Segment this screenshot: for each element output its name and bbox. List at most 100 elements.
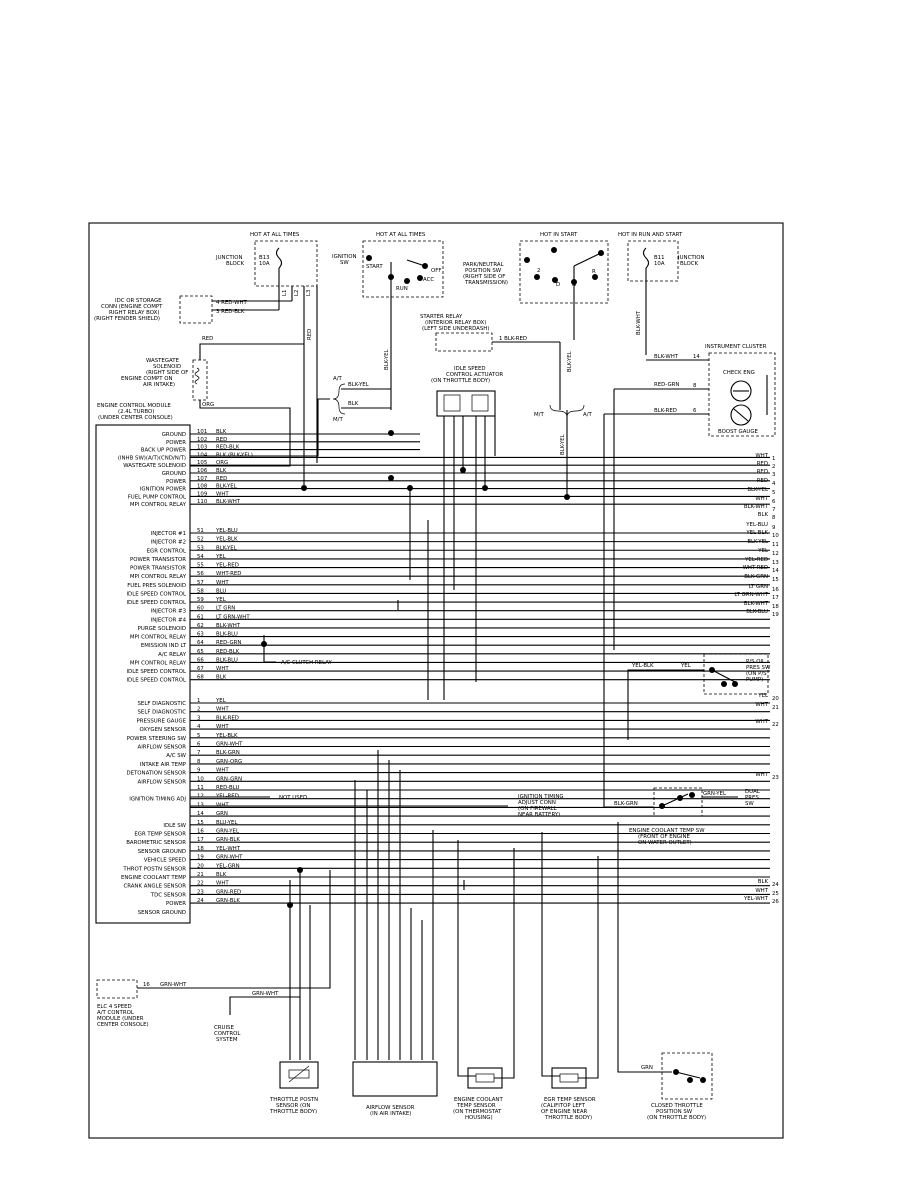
svg-text:2: 2 bbox=[537, 268, 540, 274]
right-term-wire: YEL bbox=[757, 693, 768, 699]
right-term-number: 1 bbox=[772, 456, 775, 462]
ecm-pin-wire: WHT bbox=[216, 580, 229, 586]
fuse-icon bbox=[642, 247, 650, 269]
svg-text:GRN-WHT: GRN-WHT bbox=[252, 991, 279, 997]
ecm-pin-wire: GRN-WHT bbox=[216, 742, 243, 748]
svg-text:YEL: YEL bbox=[680, 663, 691, 669]
svg-text:BLOCK: BLOCK bbox=[226, 261, 245, 267]
ecm-pin-wire: WHT-RED bbox=[216, 571, 241, 577]
ecm-pin-number: 106 bbox=[197, 468, 208, 474]
ecm-pin-wire: ORG bbox=[216, 460, 228, 466]
ecm-pin-wire: WHT bbox=[216, 707, 229, 713]
svg-text:IGNITION: IGNITION bbox=[332, 254, 357, 260]
ecm-pin-label: INJECTOR #2 bbox=[151, 540, 186, 546]
hot-label-3: HOT IN START bbox=[540, 232, 578, 238]
ecm-pin-label: AIRFLOW SENSOR bbox=[138, 779, 187, 785]
ecm-pin-wire: YEL-BLK bbox=[215, 537, 238, 543]
junction-block-2: JUNCTION BLOCK B11 10A BLK-WHT bbox=[627, 240, 705, 355]
right-term-number: 5 bbox=[772, 490, 775, 496]
svg-text:BLK-WHT: BLK-WHT bbox=[654, 354, 679, 360]
right-term-wire: WHT bbox=[755, 772, 768, 778]
svg-text:BLK-WHT: BLK-WHT bbox=[636, 310, 642, 335]
svg-text:1 BLK-RED: 1 BLK-RED bbox=[499, 336, 527, 342]
right-term-number: 11 bbox=[772, 542, 779, 548]
ecm-pin-label: IDLE SPEED CONTROL bbox=[126, 678, 186, 684]
right-term-number: 4 bbox=[772, 481, 776, 487]
ecm-pin-number: 13 bbox=[197, 802, 204, 808]
right-term-wire: BLK-WHT bbox=[744, 601, 769, 607]
svg-text:PRES SW: PRES SW bbox=[746, 665, 771, 671]
ecm-pin-wire: WHT bbox=[216, 802, 229, 808]
ecm-pin-wire: YEL-WHT bbox=[215, 846, 241, 852]
svg-text:WASTEGATE: WASTEGATE bbox=[146, 358, 180, 364]
svg-text:OFF: OFF bbox=[431, 268, 441, 274]
svg-text:CENTER CONSOLE): CENTER CONSOLE) bbox=[97, 1022, 149, 1028]
ecm-pin-number: 24 bbox=[197, 898, 204, 904]
svg-text:IDC OR STORAGE: IDC OR STORAGE bbox=[115, 298, 162, 304]
ecm-pin-wire: BLK-BLU bbox=[216, 632, 238, 638]
ecm-pin-wire: RED-GRN bbox=[216, 640, 241, 646]
ecm-pin-label: SELF DIAGNOSTIC bbox=[138, 701, 187, 707]
ecm-pin-wire: GRN bbox=[216, 811, 228, 817]
svg-text:ACC: ACC bbox=[423, 277, 434, 283]
svg-text:SW: SW bbox=[340, 260, 349, 266]
right-term-wire: BLK bbox=[758, 879, 769, 885]
svg-text:TEMP SENSOR: TEMP SENSOR bbox=[456, 1103, 496, 1109]
svg-text:MODULE (UNDER: MODULE (UNDER bbox=[97, 1016, 144, 1022]
starter-relay: STARTER RELAY (INTERIOR RELAY BOX) (LEFT… bbox=[420, 314, 561, 410]
ecm-pin-label: IDLE SPEED CONTROL bbox=[126, 600, 186, 606]
ecm-pin-wire: YEL-BLK bbox=[215, 733, 238, 739]
ecm-pin-wire: BLU-YEL bbox=[216, 820, 237, 826]
svg-text:GRN: GRN bbox=[641, 1065, 653, 1071]
svg-text:CONTROL ACTUATOR: CONTROL ACTUATOR bbox=[446, 372, 503, 378]
ecm-pin-wire: BLK-GRN bbox=[216, 750, 240, 756]
ecm-pin-label: EGR CONTROL bbox=[147, 548, 186, 554]
right-term-wire: RED bbox=[757, 469, 768, 475]
airflow-sensor: AIRFLOW SENSOR (IN AIR INTAKE) bbox=[352, 1061, 438, 1117]
egr-temp-sensor: EGR TEMP SENSOR (CALIFITOP LEFT OF ENGIN… bbox=[541, 1067, 599, 1121]
not-used: NOT USED bbox=[190, 795, 307, 801]
right-term-wire: LT GRN-WHT bbox=[734, 592, 768, 598]
instrument-cluster: INSTRUMENT CLUSTER CHECK ENG BOOST GAUGE… bbox=[603, 344, 776, 725]
right-term-wire: BLK-YEL bbox=[747, 539, 768, 545]
svg-text:RED: RED bbox=[202, 336, 213, 342]
right-term-number: 23 bbox=[772, 775, 779, 781]
ecm-pin-label: POWER TRANSISTOR bbox=[130, 557, 186, 563]
ecm-pin-number: 4 bbox=[197, 724, 201, 730]
ecm-pin-number: 3 bbox=[197, 715, 200, 721]
ecm-pin-number: 9 bbox=[197, 768, 201, 774]
right-term-number: 18 bbox=[772, 604, 779, 610]
right-term-number: 22 bbox=[772, 722, 779, 728]
svg-text:INSTRUMENT CLUSTER: INSTRUMENT CLUSTER bbox=[705, 344, 767, 350]
svg-text:(FRONT OF ENGINE: (FRONT OF ENGINE bbox=[638, 834, 691, 840]
ecm-pin-wire: BLK-YEL bbox=[216, 545, 237, 551]
ecm-pin-number: 110 bbox=[197, 499, 208, 505]
svg-text:P/S OIL: P/S OIL bbox=[746, 659, 765, 665]
ecm-pin-wire: YEL-BLU bbox=[215, 528, 238, 534]
right-term-wire: WHT bbox=[755, 719, 768, 725]
right-term-wire: YEL-BLU bbox=[745, 522, 768, 528]
ecm-pin-number: 102 bbox=[197, 437, 207, 443]
right-term-wire: BLK-BLU bbox=[746, 609, 768, 615]
ecm-pin-number: 55 bbox=[197, 563, 204, 569]
wastegate-solenoid: WASTEGATE SOLENOID (RIGHT SIDE OF ENGINE… bbox=[121, 336, 304, 467]
ecm-pin-number: 19 bbox=[197, 855, 204, 861]
ecm-pin-label: IDLE SPEED CONTROL bbox=[126, 591, 186, 597]
ecm-pin-label: TDC SENSOR bbox=[150, 892, 186, 898]
ign-timing-conn: IGNITION TIMING ADJUST CONN (ON FIREWALL… bbox=[190, 794, 564, 818]
svg-text:ENGINE COOLANT TEMP SW: ENGINE COOLANT TEMP SW bbox=[629, 828, 705, 834]
right-term-number: 25 bbox=[772, 891, 779, 897]
right-term-number: 20 bbox=[772, 696, 779, 702]
svg-text:8: 8 bbox=[693, 383, 697, 389]
ecm-pin-wire: BLK-RED bbox=[216, 715, 239, 721]
ecm-pin-label: SENSOR GROUND bbox=[138, 849, 186, 855]
ecm-title: ENGINE CONTROL MODULE bbox=[97, 403, 171, 409]
right-term-number: 14 bbox=[772, 568, 779, 574]
svg-text:(RIGHT SIDE OF: (RIGHT SIDE OF bbox=[463, 274, 505, 280]
svg-text:GRN-YEL: GRN-YEL bbox=[703, 791, 726, 797]
svg-text:RIGHT RELAY BOX): RIGHT RELAY BOX) bbox=[109, 310, 159, 316]
ecm-pin-label: POWER bbox=[166, 901, 186, 907]
ecm-pin-label: PURGE SOLENOID bbox=[138, 626, 186, 632]
ecm-pin-wire: GRN-GRN bbox=[216, 776, 242, 782]
